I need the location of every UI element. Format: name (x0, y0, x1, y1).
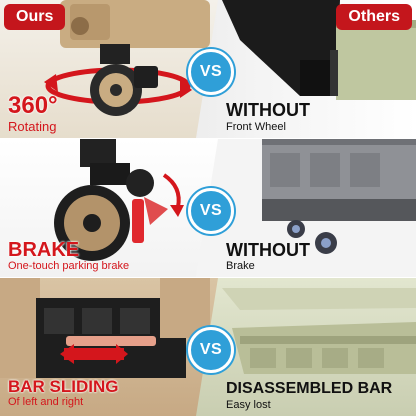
bar-sliding-illustration (0, 278, 210, 378)
others-badge: Others (336, 4, 412, 30)
feature-sub-bar-sliding: Of left and right (8, 396, 84, 408)
comparison-row-brake: BRAKE One-touch parking brake WITHOUT Br… (0, 139, 416, 277)
compare-sub-bar: Easy lost (226, 399, 271, 411)
compare-sub-front-wheel: Front Wheel (226, 121, 286, 133)
vs-badge: VS (188, 327, 234, 373)
compare-title-bar: DISASSEMBLED BAR (226, 380, 393, 397)
ours-panel-bar-sliding (0, 278, 218, 416)
compare-title-brake: WITHOUT (226, 240, 310, 260)
feature-title-bar-sliding: BAR SLIDING (8, 377, 119, 396)
brake-wheel-illustration (54, 139, 184, 261)
feature-sub-brake: One-touch parking brake (8, 260, 130, 272)
vs-badge: VS (188, 188, 234, 234)
compare-title-front-wheel: WITHOUT (226, 100, 310, 120)
compare-sub-brake: Brake (226, 260, 255, 272)
swivel-wheel-illustration (44, 0, 210, 116)
ours-panel-brake (0, 139, 218, 277)
ours-badge: Ours (4, 4, 66, 30)
others-bar-illustration (222, 288, 416, 374)
feature-sub-rotating: Rotating (8, 119, 57, 134)
comparison-row-rotating: Ours Others 360° Rotating WITHOUT Front … (0, 0, 416, 138)
others-grey-crate-illustration (262, 139, 416, 254)
feature-title-brake: BRAKE (8, 239, 80, 261)
others-cart-illustration (222, 0, 416, 100)
feature-title-rotating: 360° (8, 92, 58, 119)
vs-badge: VS (188, 49, 234, 95)
comparison-row-bar: BAR SLIDING Of left and right DISASSEMBL… (0, 278, 416, 416)
